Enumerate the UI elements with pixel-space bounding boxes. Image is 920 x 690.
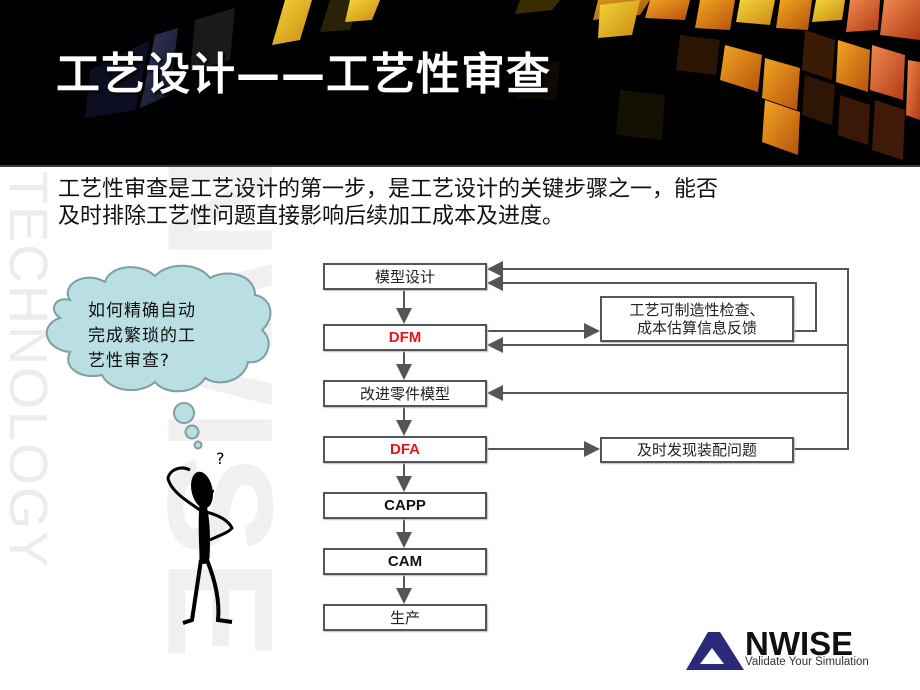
flow-step-cam: CAM xyxy=(323,548,487,575)
flow-box-dfa-feedback: 及时发现装配问题 xyxy=(600,437,794,463)
thought-line-1: 如何精确自动 xyxy=(88,301,196,321)
thought-bubble-text: 如何精确自动 完成繁琐的工 艺性审查? xyxy=(88,299,238,374)
intro-line-2: 及时排除工艺性问题直接影响后续加工成本及进度。 xyxy=(58,204,565,229)
nwise-logo: NWISE Validate Your Simulation xyxy=(684,625,874,672)
thought-line-3: 艺性审查? xyxy=(88,351,171,371)
dfm-feedback-line-1: 工艺可制造性检查、 xyxy=(629,301,765,319)
flow-step-dfm: DFM xyxy=(323,324,487,351)
logo-tagline: Validate Your Simulation xyxy=(745,656,869,668)
dfm-feedback-line-2: 成本估算信息反馈 xyxy=(636,319,757,337)
flow-box-dfm-feedback: 工艺可制造性检查、 成本估算信息反馈 xyxy=(600,296,794,342)
intro-line-1: 工艺性审查是工艺设计的第一步，是工艺设计的关键步骤之一，能否 xyxy=(58,177,719,202)
logo-wordmark: NWISE xyxy=(745,625,854,662)
flow-step-production: 生产 xyxy=(323,604,487,631)
thought-line-2: 完成繁琐的工 xyxy=(88,326,196,346)
flow-step-model-design: 模型设计 xyxy=(323,263,487,290)
header-banner: 工艺设计——工艺性审查 xyxy=(0,0,920,166)
header-divider xyxy=(0,165,920,167)
thought-cloud-icon xyxy=(45,264,272,450)
flow-step-improve-part-model: 改进零件模型 xyxy=(323,380,487,407)
thinking-person-icon xyxy=(166,466,234,625)
logo-triangle-icon xyxy=(686,632,744,670)
page-title: 工艺设计——工艺性审查 xyxy=(56,49,551,100)
intro-paragraph: 工艺性审查是工艺设计的第一步，是工艺设计的关键步骤之一，能否 及时排除工艺性问题… xyxy=(58,176,858,230)
mosaic-tiles-background xyxy=(0,0,920,166)
flow-step-capp: CAPP xyxy=(323,492,487,519)
question-mark-icon: ? xyxy=(216,449,225,468)
flow-step-dfa: DFA xyxy=(323,436,487,463)
